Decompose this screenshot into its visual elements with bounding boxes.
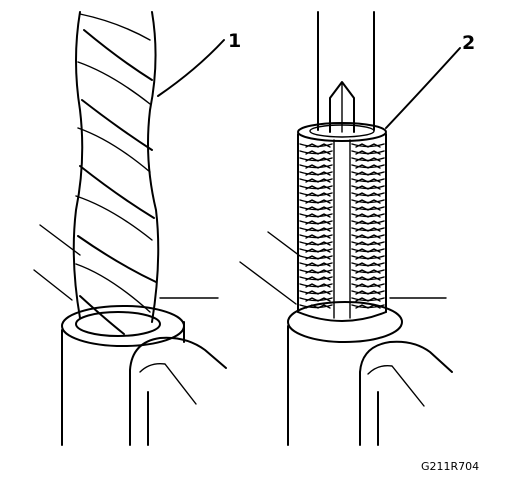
boss-rim: [287, 301, 403, 343]
thread-tooth: [305, 164, 381, 169]
thread-tooth: [305, 234, 381, 239]
thread-tooth: [305, 276, 381, 281]
thread-tooth: [305, 213, 381, 218]
thread-tooth: [305, 304, 381, 309]
thread-tooth: [305, 143, 381, 148]
figure-code: G211R704: [421, 460, 479, 473]
thread-tooth: [305, 171, 381, 176]
tool-mandrel: [317, 11, 375, 133]
boss-rim: [61, 305, 185, 347]
thread-tooth: [305, 241, 381, 246]
drill-bit: [72, 11, 160, 335]
left-panel-drill: 1: [33, 11, 241, 446]
thread-tooth: [305, 157, 381, 162]
thread-tooth: [305, 206, 381, 211]
right-panel-thread-tool: 2: [239, 11, 475, 446]
callout-label-1: 1: [228, 30, 241, 52]
callout-leader-1: [157, 39, 225, 97]
callout-leader-2: [385, 47, 461, 129]
thread-tooth: [305, 192, 381, 197]
drilled-hole: [75, 311, 161, 337]
thread-tooth: [305, 269, 381, 274]
thread-tooth: [305, 199, 381, 204]
thread-coils: [299, 143, 385, 309]
thread-tooth: [305, 227, 381, 232]
callout-label-2: 2: [462, 32, 475, 54]
thread-tooth: [305, 248, 381, 253]
thread-tooth: [305, 283, 381, 288]
thread-tooth: [305, 262, 381, 267]
thread-tooth: [305, 255, 381, 260]
surface-edge-line: [33, 269, 73, 301]
boss-body: [61, 305, 227, 446]
thread-tooth: [305, 150, 381, 155]
surface-edge-line: [239, 261, 297, 305]
thread-tooth: [305, 185, 381, 190]
thread-tooth: [305, 290, 381, 295]
thread-tooth: [305, 297, 381, 302]
surface-edge-line: [267, 231, 301, 257]
boss-body: [287, 301, 453, 446]
thread-tooth: [305, 220, 381, 225]
thread-tooth: [305, 178, 381, 183]
threaded-insert: [297, 122, 387, 322]
